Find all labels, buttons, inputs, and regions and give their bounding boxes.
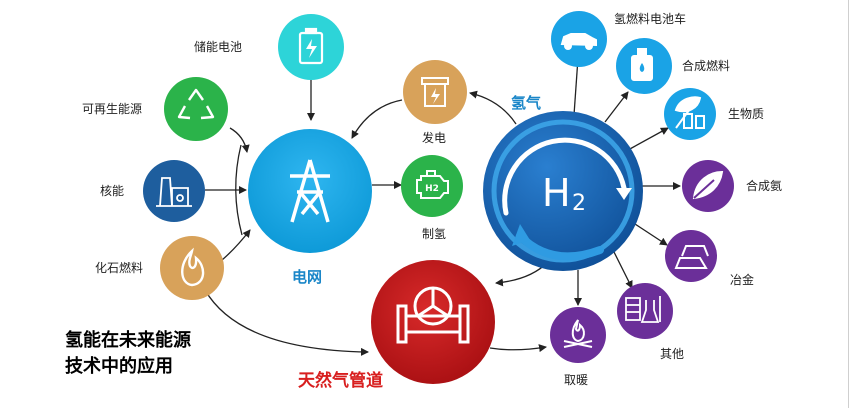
title-line2: 技术中的应用 bbox=[65, 355, 173, 377]
fuel-can-icon bbox=[631, 48, 653, 81]
arrow-pipeline-heating bbox=[489, 344, 547, 353]
synthetic-fuel-label: 合成燃料 bbox=[682, 58, 730, 73]
arrow-h2-car bbox=[573, 57, 582, 116]
metallurgy-circle bbox=[665, 230, 717, 282]
grid-label: 电网 bbox=[292, 268, 322, 286]
battery-icon bbox=[298, 27, 324, 65]
node-other: 其他 bbox=[617, 283, 684, 361]
h2-production-label: 制氢 bbox=[422, 226, 446, 241]
h2-cycle-tail-arrow bbox=[512, 224, 530, 246]
renewable-label: 可再生能源 bbox=[82, 102, 142, 116]
arrow-powergen-grid bbox=[351, 99, 403, 139]
other-label: 其他 bbox=[660, 347, 684, 361]
power-plant-icon bbox=[421, 77, 449, 107]
leaf-icon bbox=[692, 170, 724, 200]
nuclear-label: 核能 bbox=[100, 184, 124, 198]
node-hydrogen: H 2 氢气 bbox=[483, 94, 643, 271]
ingot-icon bbox=[674, 245, 709, 269]
connector-lines bbox=[204, 57, 681, 356]
campfire-icon bbox=[563, 319, 593, 348]
node-grid: 电网 bbox=[248, 129, 372, 286]
node-ammonia: 合成氨 bbox=[682, 160, 782, 212]
arrow-fossil-pipeline bbox=[204, 289, 369, 356]
h2-cycle-tail bbox=[516, 232, 604, 261]
fossil-label: 化石燃料 bbox=[95, 260, 143, 275]
leaf-glass-icon bbox=[674, 96, 705, 129]
heating-circle bbox=[550, 307, 606, 363]
node-biomass: 生物质 bbox=[664, 88, 764, 140]
hydrogen-subscript: 2 bbox=[572, 191, 586, 216]
node-synthetic-fuel: 合成燃料 bbox=[616, 38, 730, 94]
bracket-curve bbox=[235, 144, 243, 236]
ammonia-label: 合成氨 bbox=[746, 178, 782, 193]
node-fossil: 化石燃料 bbox=[95, 236, 224, 300]
h2-production-circle bbox=[401, 155, 463, 217]
node-nuclear: 核能 bbox=[100, 160, 205, 222]
fuel-cell-car-label: 氢燃料电池车 bbox=[614, 11, 686, 26]
node-pipeline: 天然气管道 bbox=[298, 260, 495, 391]
h2-production-glyph: H2 bbox=[425, 184, 439, 194]
lab-icon bbox=[625, 296, 661, 323]
node-h2-production: H2 制氢 bbox=[401, 155, 463, 241]
car-icon bbox=[560, 33, 597, 50]
arrow-h2-powergen bbox=[469, 90, 517, 125]
renewable-circle bbox=[164, 77, 228, 141]
power-gen-label: 发电 bbox=[422, 130, 446, 145]
node-heating: 取暖 bbox=[550, 307, 606, 387]
node-metallurgy: 冶金 bbox=[665, 230, 754, 287]
hydrogen-label: 氢气 bbox=[511, 94, 541, 112]
hydrogen-symbol: H bbox=[542, 171, 571, 215]
recycle-icon bbox=[177, 88, 215, 120]
nuclear-circle bbox=[143, 160, 205, 222]
engine-h2-icon bbox=[416, 170, 449, 199]
h2-cycle-arrowhead bbox=[616, 188, 632, 200]
metallurgy-label: 冶金 bbox=[730, 272, 754, 287]
arrow-h2-metallurgy bbox=[631, 221, 668, 246]
biomass-label: 生物质 bbox=[728, 107, 764, 121]
valve-icon bbox=[396, 286, 470, 344]
node-fuel-cell-car: 氢燃料电池车 bbox=[551, 11, 686, 67]
arrow-h2-biomass bbox=[627, 127, 669, 151]
arrow-fossil-grid bbox=[221, 229, 251, 261]
node-power-gen: 发电 bbox=[403, 60, 467, 145]
arrow-h2-other bbox=[611, 247, 633, 289]
flame-icon bbox=[181, 247, 205, 287]
h2-cycle-icon bbox=[502, 137, 627, 216]
pipeline-circle bbox=[371, 260, 495, 384]
node-storage: 储能电池 bbox=[194, 14, 344, 80]
heating-label: 取暖 bbox=[564, 373, 588, 387]
storage-label: 储能电池 bbox=[194, 39, 242, 54]
pipeline-label: 天然气管道 bbox=[298, 370, 383, 391]
nuclear-plant-icon bbox=[156, 177, 192, 207]
arrow-h2-synfuel bbox=[604, 91, 629, 123]
power-tower-icon bbox=[290, 159, 330, 223]
node-renewable: 可再生能源 bbox=[82, 77, 228, 141]
arrow-renewable-grid bbox=[229, 127, 250, 153]
title-line1: 氢能在未来能源 bbox=[65, 329, 191, 351]
